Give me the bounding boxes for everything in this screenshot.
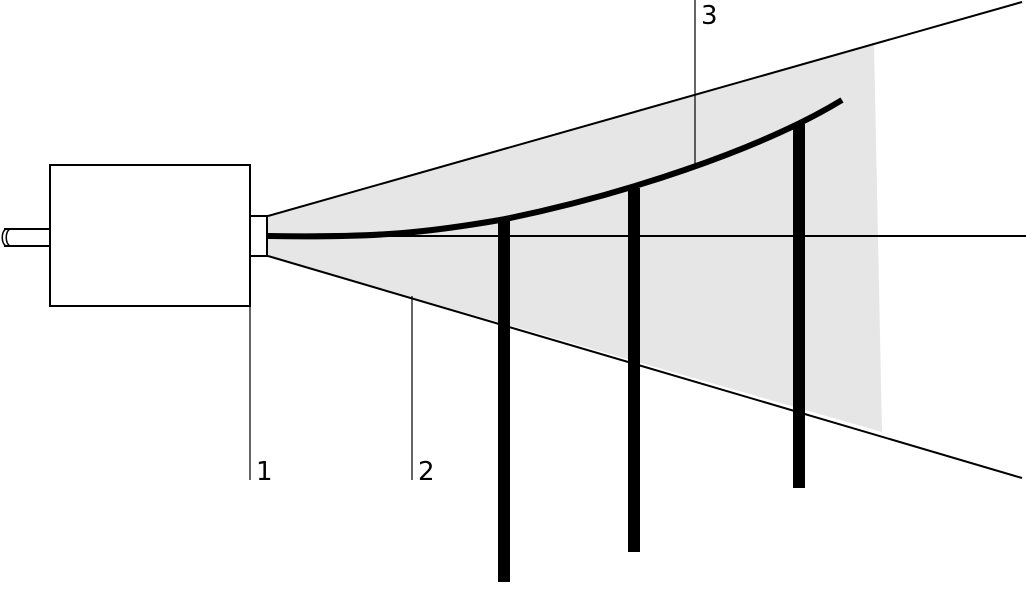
callout-label-1: 1 [256, 457, 273, 487]
post-3 [793, 124, 805, 488]
shaft-break-mark [1, 228, 11, 247]
beam-lower-boundary [267, 255, 1023, 479]
post-1 [498, 220, 510, 582]
beam-shaded-region [268, 44, 882, 432]
device-housing [49, 164, 251, 307]
callout-label-3: 3 [701, 1, 718, 31]
emitter-nozzle [249, 215, 268, 257]
callout-label-2: 2 [418, 457, 435, 487]
post-2 [628, 188, 640, 552]
trajectory-curve [267, 97, 844, 240]
beam-upper-boundary [267, 1, 1023, 217]
